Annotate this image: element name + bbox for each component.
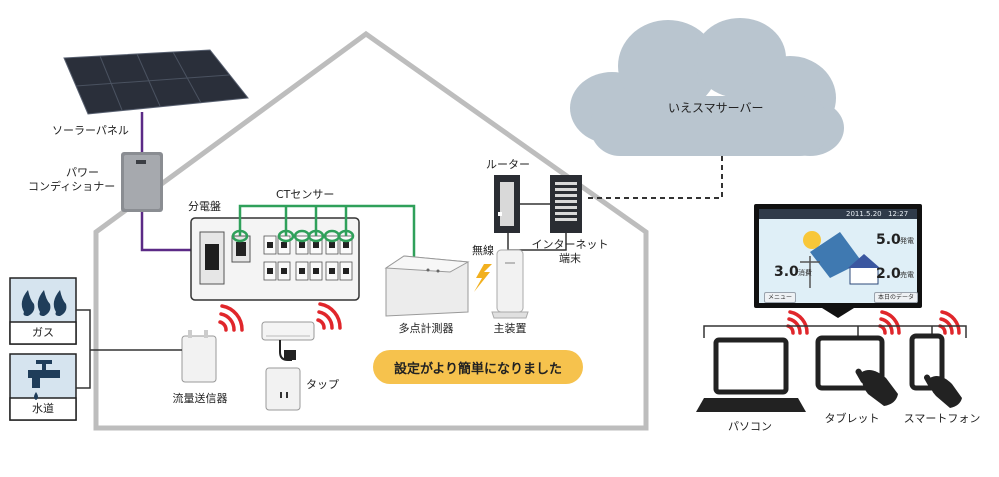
setup-callout: 設定がより簡単になりました [373,350,583,384]
screen-time: 12:27 [888,210,909,218]
solar-panel-icon [63,49,249,115]
wireless-signal-icons [218,302,961,335]
router-icon [494,175,520,233]
monitor-icon [754,204,922,318]
flow-transmitter-label: 流量送信器 [172,392,228,405]
tablet-icon [815,335,898,406]
screen-value-consumption: 3.0 [774,264,799,280]
internet-link-line [586,156,723,199]
distribution-board-label: 分電盤 [188,200,221,213]
power-conditioner-label-1: パワー [66,166,99,179]
air-conditioner-icon [261,321,315,361]
laptop-icon [696,337,806,412]
screen-value-generation: 5.0 [876,232,901,248]
faucet-icon [28,360,60,400]
screen-unit-selling: 売電 [900,271,914,279]
tap-label: タップ [306,378,339,391]
router-label: ルーター [486,158,530,171]
solar-panel-label: ソーラーパネル [52,124,129,137]
smartphone-icon [909,333,962,408]
internet-terminal-label-1: インターネット [531,238,609,251]
cloud-server-label: いえスマサーバー [668,101,764,115]
power-line-2 [140,212,214,252]
cloud-icon [570,18,844,156]
gas-label: ガス [32,326,54,339]
device-bracket-line [703,325,967,338]
water-label: 水道 [32,402,54,415]
house-outline [93,30,649,431]
ct-sensor-label: CTセンサー [276,188,335,201]
internet-terminal-icon [550,175,582,233]
smartphone-label: スマートフォン [903,412,981,425]
power-conditioner-icon [121,152,163,212]
flow-transmitter-icon [181,330,217,383]
main-unit-icon [491,249,529,319]
smart-tap-icon [265,367,301,411]
internet-terminal-label-2: 端末 [559,252,581,265]
screen-unit-generation: 発電 [900,237,914,245]
flame-icon [21,290,67,316]
router-to-main-line [507,233,567,251]
meter-link-line [76,309,91,389]
screen-date: 2011.5.20 [846,210,882,218]
screen-menu-button[interactable]: メニュー [764,292,797,303]
screen-value-selling: 2.0 [876,266,901,282]
multipoint-meter-label: 多点計測器 [398,322,454,335]
screen-data-button[interactable]: 本日のデータ [874,292,919,303]
tablet-label: タブレット [824,412,880,425]
multipoint-meter-icon [384,255,470,317]
wireless-label: 無線 [472,244,494,257]
pc-label: パソコン [728,420,772,433]
screen-unit-consumption: 消費 [798,269,812,277]
power-conditioner-label-2: コンディショナー [28,180,116,193]
wireless-bolt-icon [474,264,492,292]
main-unit-label: 主装置 [493,322,527,335]
ct-sensor-lines [231,204,416,258]
